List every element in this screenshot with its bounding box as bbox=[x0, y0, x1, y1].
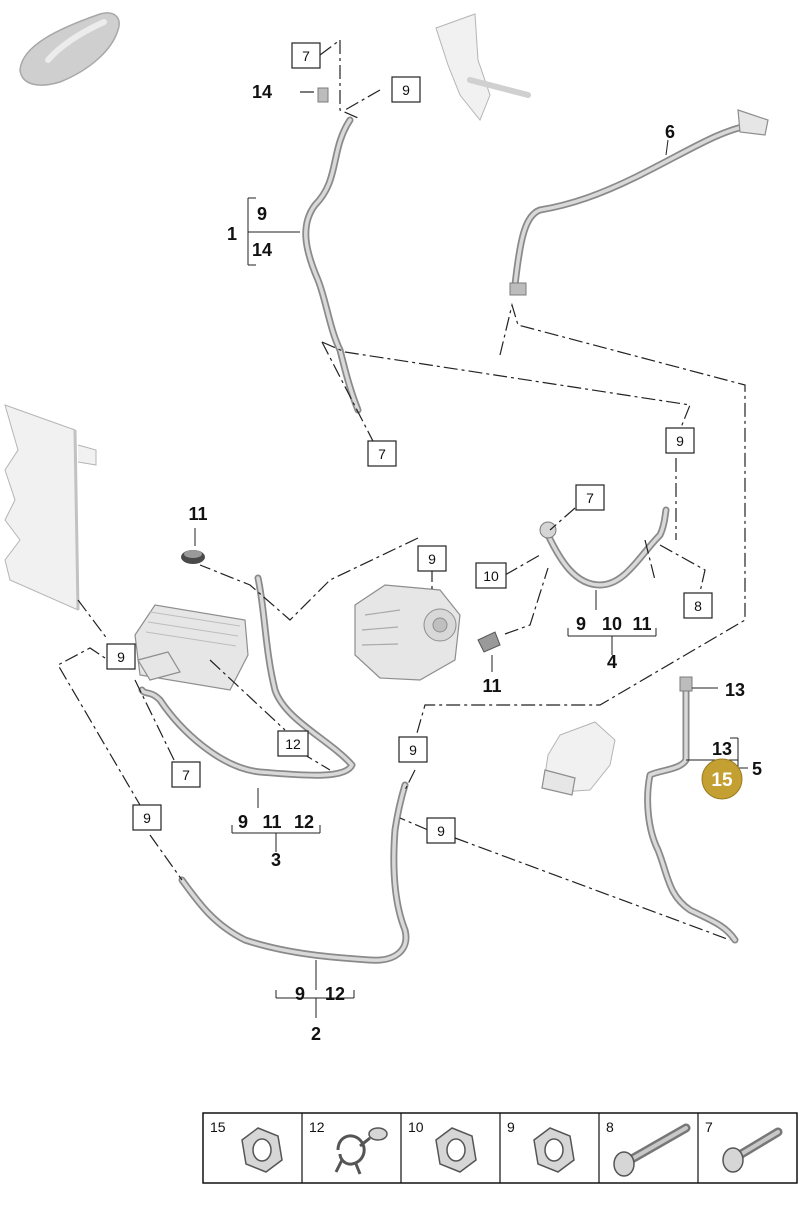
callout-4: 4 bbox=[607, 652, 617, 672]
pipe-4 bbox=[539, 506, 670, 589]
box-callout-8: 8 bbox=[683, 592, 713, 619]
highlight-callout-15[interactable]: 15 bbox=[701, 758, 743, 800]
callout-5: 5 bbox=[752, 759, 762, 779]
long-bolt-icon bbox=[613, 1123, 691, 1177]
group-2-item-2: 12 bbox=[325, 984, 345, 1004]
legend-item-8[interactable]: 8 bbox=[606, 1119, 691, 1177]
condenser-part bbox=[4, 404, 97, 611]
svg-text:7: 7 bbox=[705, 1119, 713, 1135]
svg-text:8: 8 bbox=[694, 598, 702, 614]
legend-item-7[interactable]: 7 bbox=[705, 1119, 783, 1173]
svg-text:9: 9 bbox=[402, 82, 410, 98]
box-callout-12: 12 bbox=[277, 730, 309, 757]
callout-13-top: 13 bbox=[725, 680, 745, 700]
callout-11-bottom: 11 bbox=[482, 676, 501, 696]
svg-text:9: 9 bbox=[507, 1119, 515, 1135]
svg-text:10: 10 bbox=[408, 1119, 424, 1135]
svg-text:9: 9 bbox=[409, 742, 417, 758]
pipe-5 bbox=[644, 676, 739, 944]
callout-11-top: 11 bbox=[188, 504, 207, 524]
vehicle-icon bbox=[19, 12, 120, 86]
bracket-part-top bbox=[435, 13, 531, 121]
box-callout-7-mid: 7 bbox=[367, 440, 397, 467]
box-callout-9-right: 9 bbox=[665, 427, 695, 454]
hex-nut-icon bbox=[435, 1127, 477, 1173]
svg-text:12: 12 bbox=[309, 1119, 325, 1135]
callout-2: 2 bbox=[311, 1024, 321, 1044]
callout-6: 6 bbox=[665, 122, 675, 142]
box-callout-9-top: 9 bbox=[391, 76, 421, 103]
svg-text:9: 9 bbox=[143, 810, 151, 826]
group-3-item-3: 12 bbox=[294, 812, 314, 832]
group-4-item-1: 9 bbox=[576, 614, 586, 634]
pressure-sensor-bottom bbox=[477, 631, 501, 653]
legend-item-12[interactable]: 12 bbox=[309, 1119, 388, 1175]
svg-text:7: 7 bbox=[378, 446, 386, 462]
pipe-2 bbox=[178, 781, 410, 964]
pipe-clamp-icon bbox=[334, 1127, 388, 1175]
svg-text:7: 7 bbox=[182, 767, 190, 783]
callout-13-group: 13 bbox=[712, 739, 732, 759]
hardware-legend: 15 12 10 9 bbox=[202, 1112, 798, 1184]
callout-3: 3 bbox=[271, 850, 281, 870]
box-callout-7-center: 7 bbox=[575, 484, 605, 511]
box-callout-9-left: 9 bbox=[106, 643, 136, 670]
group-4-item-3: 11 bbox=[632, 614, 651, 634]
callout-1: 1 bbox=[227, 224, 237, 244]
box-callout-9-compressor: 9 bbox=[417, 545, 447, 572]
leader-lines bbox=[194, 139, 748, 1018]
pressure-sensor-top bbox=[181, 550, 205, 564]
legend-item-9[interactable]: 9 bbox=[507, 1119, 575, 1173]
compressor-part bbox=[354, 584, 461, 681]
svg-text:15: 15 bbox=[210, 1119, 226, 1135]
svg-text:9: 9 bbox=[437, 823, 445, 839]
callout-14: 14 bbox=[252, 82, 272, 102]
group-3-item-1: 9 bbox=[238, 812, 248, 832]
evaporator-part bbox=[134, 604, 249, 691]
pipe-3 bbox=[138, 574, 356, 779]
group-2-item-1: 9 bbox=[295, 984, 305, 1004]
svg-text:12: 12 bbox=[285, 736, 301, 752]
legend-item-10[interactable]: 10 bbox=[408, 1119, 477, 1173]
pipe-1 bbox=[302, 87, 362, 414]
svg-text:9: 9 bbox=[428, 551, 436, 567]
box-callout-9-far-left: 9 bbox=[132, 804, 162, 831]
legend-item-15[interactable]: 15 bbox=[210, 1119, 283, 1173]
svg-text:7: 7 bbox=[302, 48, 310, 64]
svg-text:15: 15 bbox=[711, 770, 733, 791]
svg-text:10: 10 bbox=[483, 568, 499, 584]
short-bolt-icon bbox=[722, 1127, 783, 1173]
box-callout-9-lower: 9 bbox=[426, 817, 456, 844]
hex-nut-icon bbox=[241, 1127, 283, 1173]
pipe-6 bbox=[509, 109, 769, 296]
bracket-part-right bbox=[541, 721, 616, 796]
box-callout-9-center: 9 bbox=[398, 736, 428, 763]
svg-text:9: 9 bbox=[117, 649, 125, 665]
svg-text:7: 7 bbox=[586, 490, 594, 506]
svg-text:8: 8 bbox=[606, 1119, 614, 1135]
box-callout-7-low: 7 bbox=[171, 761, 201, 788]
group-4-item-2: 10 bbox=[602, 614, 622, 634]
group-1-item-1: 9 bbox=[257, 204, 267, 224]
hex-nut-icon bbox=[533, 1127, 575, 1173]
box-callout-7-top: 7 bbox=[291, 42, 321, 69]
box-callout-10: 10 bbox=[475, 562, 507, 589]
svg-text:9: 9 bbox=[676, 433, 684, 449]
group-1-item-2: 14 bbox=[252, 240, 272, 260]
group-3-item-2: 11 bbox=[262, 812, 281, 832]
